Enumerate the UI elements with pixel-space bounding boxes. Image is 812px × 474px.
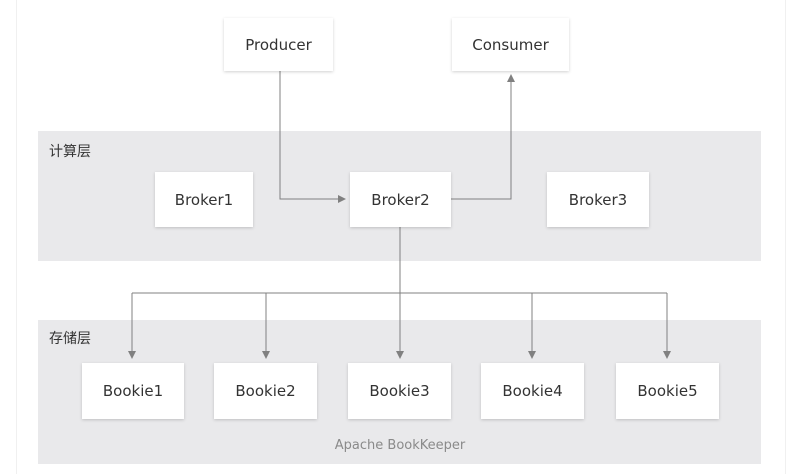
producer-node: Producer bbox=[224, 18, 333, 71]
consumer-node: Consumer bbox=[452, 18, 569, 71]
apache-bookkeeper-label: Apache BookKeeper bbox=[334, 438, 466, 453]
storage-layer-label: 存储层 bbox=[49, 331, 91, 347]
bookie1-node: Bookie1 bbox=[82, 363, 184, 419]
compute-layer-label: 计算层 bbox=[49, 144, 91, 160]
bookie3-node: Bookie3 bbox=[348, 363, 451, 419]
bookie2-node: Bookie2 bbox=[214, 363, 317, 419]
bookie5-node: Bookie5 bbox=[616, 363, 719, 419]
broker2-node: Broker2 bbox=[350, 172, 451, 227]
broker1-node: Broker1 bbox=[155, 172, 253, 227]
bookie4-node: Bookie4 bbox=[481, 363, 584, 419]
broker3-node: Broker3 bbox=[547, 172, 649, 227]
